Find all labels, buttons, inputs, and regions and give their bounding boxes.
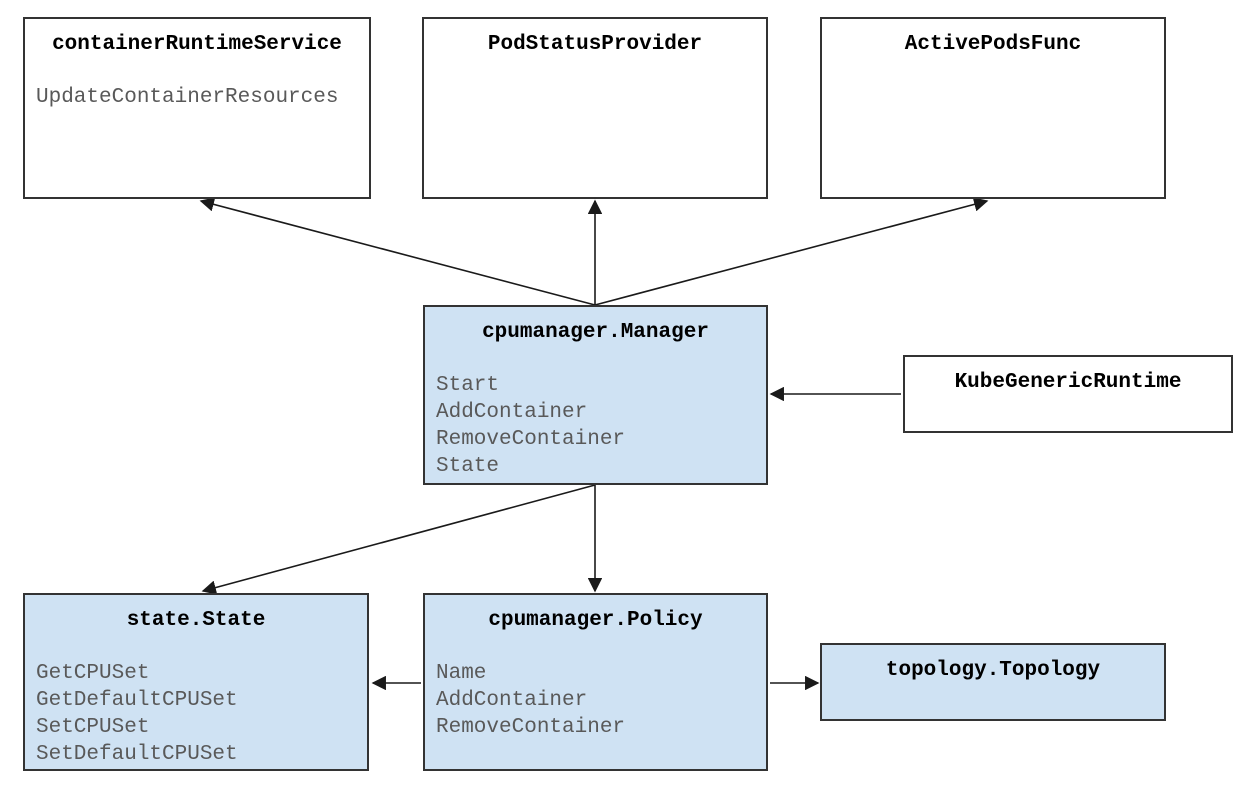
box-title: ActivePodsFunc [904,33,1082,56]
box-kube-generic-runtime: KubeGenericRuntime [903,355,1233,433]
box-methods: UpdateContainerResources [25,84,369,111]
box-title: cpumanager.Manager [482,321,709,344]
method-item: Start [436,374,500,397]
arrow-manager-to-activepodsfunc [594,197,989,306]
box-cpumanager-policy: cpumanager.Policy Name AddContainer Remo… [423,593,768,771]
arrow-manager-to-state [201,484,596,595]
method-item: UpdateContainerResources [36,86,339,109]
box-active-pods-func: ActivePodsFunc [820,17,1166,199]
box-methods: Start AddContainer RemoveContainer State [425,372,766,480]
box-topology-topology: topology.Topology [820,643,1166,721]
method-item: GetDefaultCPUSet [36,689,238,712]
box-cpumanager-manager: cpumanager.Manager Start AddContainer Re… [423,305,768,485]
method-item: SetCPUSet [36,716,150,739]
method-item: GetCPUSet [36,662,150,685]
box-title: PodStatusProvider [487,33,703,56]
box-title: state.State [126,609,266,632]
box-title: topology.Topology [885,659,1101,682]
method-item: AddContainer [436,689,588,712]
method-item: RemoveContainer [436,428,626,451]
method-item: AddContainer [436,401,588,424]
method-item: State [436,455,500,478]
method-item: RemoveContainer [436,716,626,739]
box-methods: Name AddContainer RemoveContainer [425,660,766,741]
method-item: Name [436,662,487,685]
box-state-state: state.State GetCPUSet GetDefaultCPUSet S… [23,593,369,771]
method-item: SetDefaultCPUSet [36,743,238,766]
box-title: containerRuntimeService [52,33,342,56]
box-pod-status-provider: PodStatusProvider [422,17,768,199]
box-methods: GetCPUSet GetDefaultCPUSet SetCPUSet Set… [25,660,367,768]
box-container-runtime-service: containerRuntimeService UpdateContainerR… [23,17,371,199]
arrow-manager-to-containerruntimeservice [199,197,596,306]
box-title: cpumanager.Policy [488,609,703,632]
box-title: KubeGenericRuntime [954,371,1182,394]
